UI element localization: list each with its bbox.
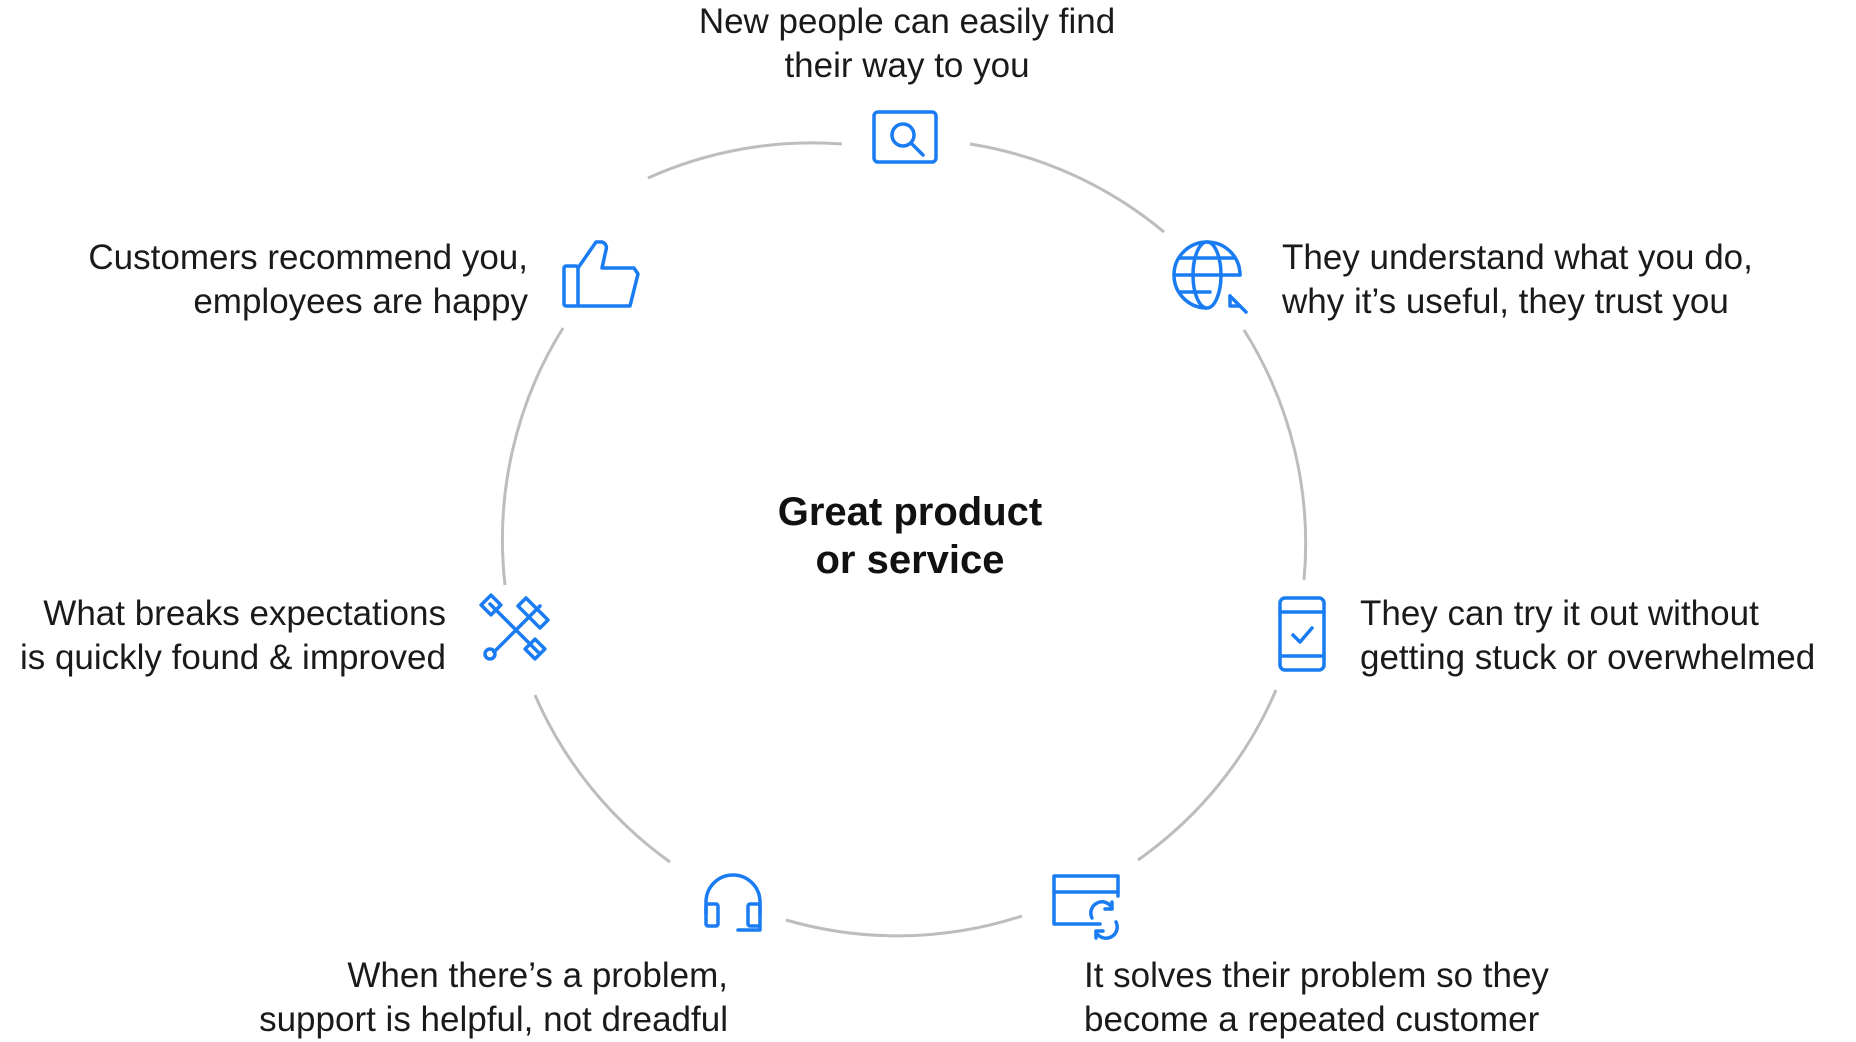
ring-arc: [969, 142, 1165, 234]
step-label-line: their way to you: [784, 46, 1030, 85]
step-label-line: When there’s a problem,: [347, 956, 728, 995]
step-label-line: why it’s useful, they trust you: [1282, 282, 1729, 321]
step-label-line: What breaks expectations: [43, 594, 446, 633]
ring-arc: [533, 694, 671, 864]
step-label-line: employees are happy: [193, 282, 528, 321]
step-label-line: is quickly found & improved: [19, 638, 446, 677]
step-label-discover: New people can easily find their way to …: [690, 0, 1124, 88]
step-label-line: It solves their problem so they: [1084, 956, 1549, 995]
step-label-line: They understand what you do,: [1282, 238, 1753, 277]
headset-icon: [704, 873, 762, 932]
ring-arc: [647, 141, 843, 180]
diagram-center-title: Great product or service: [700, 488, 1120, 584]
cycle-ring: [500, 141, 1308, 938]
center-line-2: or service: [815, 538, 1005, 582]
step-label-solve: It solves their problem so they become a…: [1084, 954, 1549, 1042]
step-label-line: getting stuck or overwhelmed: [1360, 638, 1816, 677]
ring-arc: [500, 327, 565, 586]
search-window-icon: [872, 110, 938, 164]
ring-arc: [1242, 329, 1308, 581]
step-label-line: support is helpful, not dreadful: [259, 1000, 728, 1039]
ring-arc: [785, 914, 1023, 938]
step-label-try: They can try it out without getting stuc…: [1360, 592, 1815, 680]
step-label-recommend: Customers recommend you, employees are h…: [88, 236, 528, 324]
step-label-line: become a repeated customer: [1084, 1000, 1540, 1039]
thumbs-up-icon: [562, 240, 640, 308]
center-line-1: Great product: [777, 490, 1043, 534]
step-label-support: When there’s a problem, support is helpf…: [259, 954, 728, 1042]
card-refresh-icon: [1052, 874, 1120, 940]
step-label-improve: What breaks expectations is quickly foun…: [20, 592, 446, 680]
step-label-line: Customers recommend you,: [88, 238, 528, 277]
step-label-line: They can try it out without: [1360, 594, 1759, 633]
ring-arc: [1137, 689, 1278, 862]
globe-cursor-icon: [1172, 240, 1248, 314]
mobile-check-icon: [1278, 596, 1326, 672]
tools-icon: [479, 593, 550, 661]
step-label-line: New people can easily find: [698, 2, 1116, 41]
step-label-understand: They understand what you do, why it’s us…: [1282, 236, 1753, 324]
